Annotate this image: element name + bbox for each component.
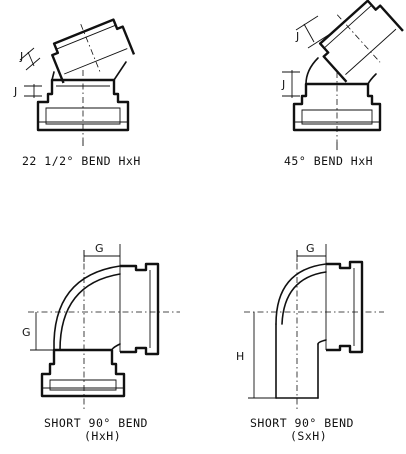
short-90-sxh-figure: G H [236,242,384,412]
short-90-sxh-caption: SHORT 90° BEND [250,416,354,430]
bend-22-5-figure: J J [13,18,136,140]
dim-j-lower-45: J [281,78,285,91]
dim-j-upper: J [19,50,23,63]
bend-22-5-caption: 22 1/2° BEND HxH [22,154,141,168]
dim-j-lower: J [13,85,17,98]
dim-h-left: H [236,350,244,363]
short-90-hxh-caption: SHORT 90° BEND [44,416,148,430]
dim-g-left: G [22,326,31,339]
dim-g-top: G [95,242,104,255]
dim-g-top-sxh: G [306,242,315,255]
bend-45-caption: 45° BEND HxH [284,154,373,168]
short-90-sxh-subcaption: (SxH) [290,429,327,443]
bend-45-figure: J J [281,0,404,142]
dim-j-upper-45: J [295,30,299,43]
short-90-hxh-subcaption: (HxH) [84,429,121,443]
short-90-hxh-figure: G G [22,242,180,412]
